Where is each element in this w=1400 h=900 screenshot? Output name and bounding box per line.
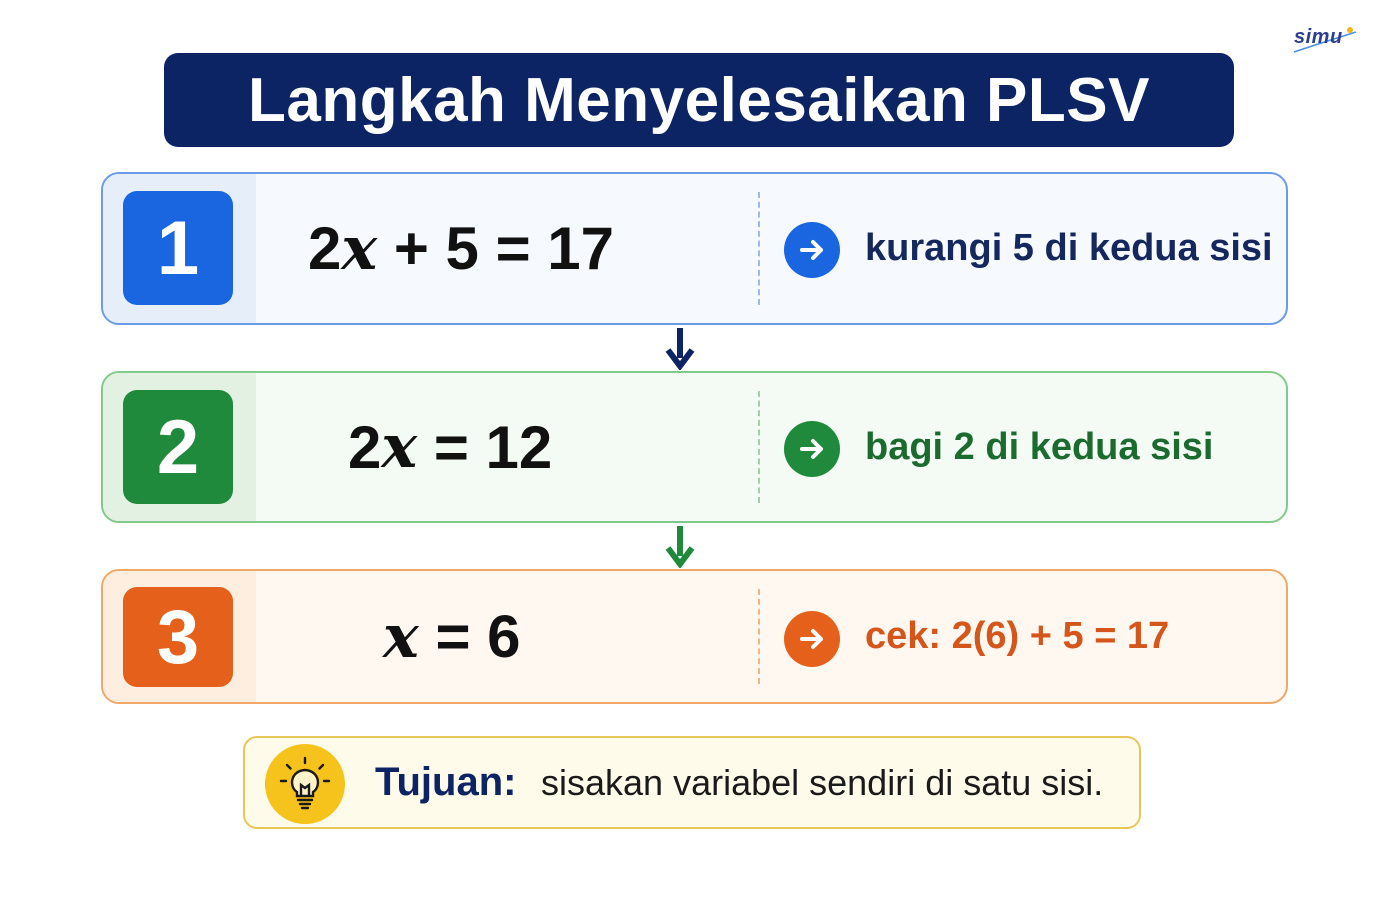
step-equation: x = 6 [383, 571, 521, 702]
equation-variable: x [341, 213, 378, 284]
step-number-column: 1 [103, 174, 256, 323]
equation-rest: + 5 = 17 [377, 215, 615, 282]
logo-swoosh-icon [1293, 27, 1357, 53]
goal-text: sisakan variabel sendiri di satu sisi. [541, 761, 1104, 803]
equation-coefficient: 2 [308, 215, 342, 282]
step-number-column: 3 [103, 571, 256, 702]
step-hint: kurangi 5 di kedua sisi [865, 227, 1273, 269]
arrow-right-icon [784, 421, 840, 477]
arrow-down-icon [665, 526, 695, 568]
arrow-right-icon [784, 222, 840, 278]
step-divider [758, 192, 760, 305]
step-divider [758, 391, 760, 503]
step-number-badge: 1 [123, 191, 233, 305]
equation-variable: x [381, 412, 418, 482]
goal-callout: Tujuan: sisakan variabel sendiri di satu… [243, 736, 1141, 829]
brand-logo: simu [1290, 22, 1360, 58]
goal-label: Tujuan: [375, 760, 517, 804]
logo-text: simu [1294, 26, 1343, 48]
step-divider [758, 589, 760, 684]
step-number-column: 2 [103, 373, 256, 521]
arrow-down-icon [665, 328, 695, 370]
equation-rest: = 12 [417, 413, 553, 481]
lightbulb-icon [265, 744, 345, 824]
page-title: Langkah Menyelesaikan PLSV [247, 65, 1150, 135]
title-banner: Langkah Menyelesaikan PLSV [164, 53, 1234, 147]
step-card-3: 3 x = 6 cek: 2(6) + 5 = 17 [101, 569, 1288, 704]
step-number-badge: 2 [123, 390, 233, 504]
arrow-right-icon [784, 611, 840, 667]
equation-coefficient: 2 [348, 413, 382, 481]
step-hint: cek: 2(6) + 5 = 17 [865, 615, 1170, 657]
step-number-badge: 3 [123, 587, 233, 687]
equation-rest: = 6 [418, 603, 521, 670]
equation-variable: x [383, 601, 419, 672]
step-hint: bagi 2 di kedua sisi [865, 425, 1214, 468]
